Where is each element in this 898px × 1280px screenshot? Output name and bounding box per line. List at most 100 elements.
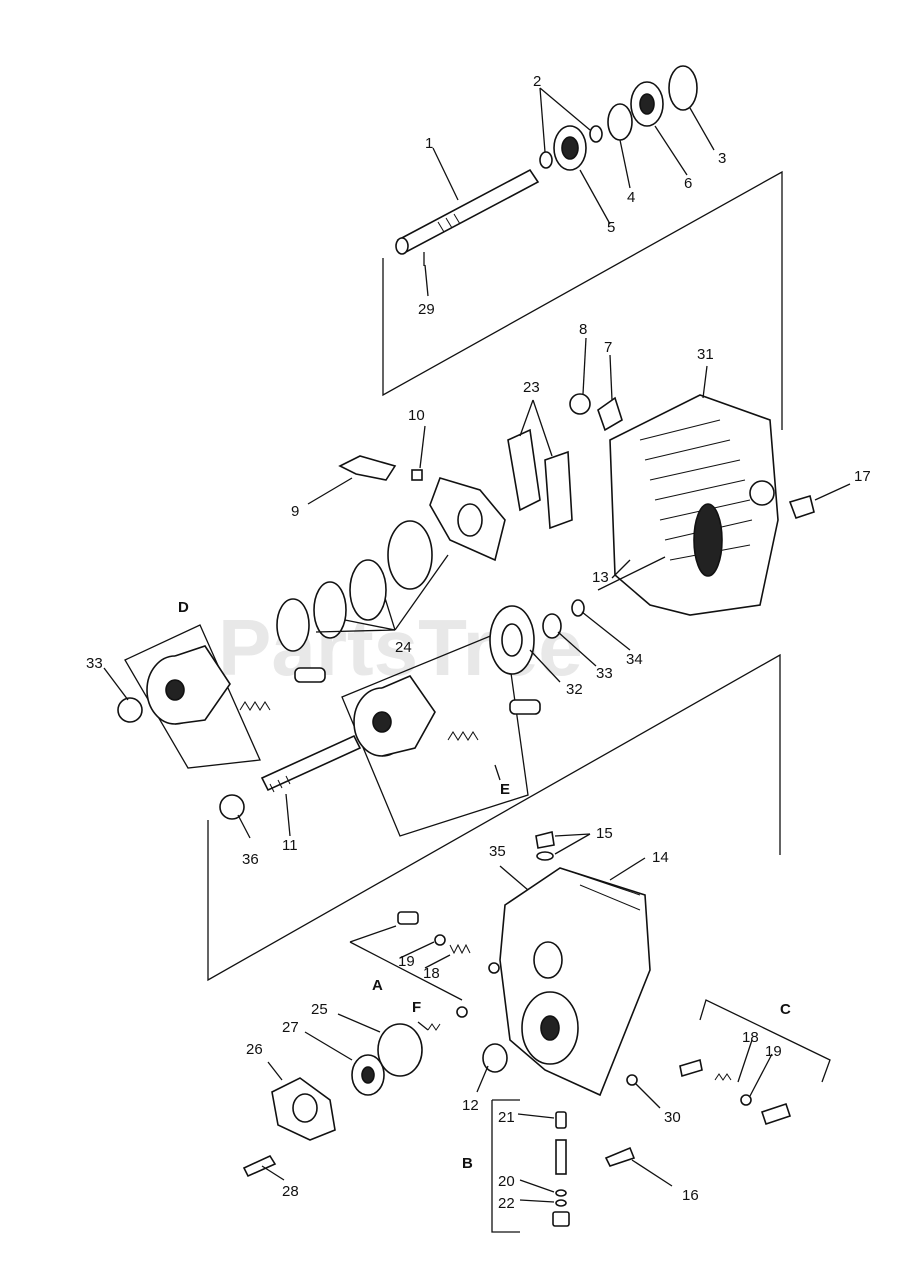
callout-35: 35 (489, 843, 506, 860)
thrust-washer-part (276, 598, 310, 652)
callout-18-a: 18 (423, 965, 440, 982)
bearing-part (117, 697, 143, 723)
callout-17: 17 (854, 468, 871, 485)
group-label-a: A (372, 977, 383, 994)
transmission-housing-part (609, 394, 779, 616)
group-label-e: E (500, 781, 510, 798)
screw-part (604, 1146, 636, 1167)
seal-ring-part (539, 151, 553, 169)
group-label-b: B (462, 1155, 473, 1172)
group-label-f: F (412, 999, 421, 1016)
charge-pump-gerotor-part (351, 1054, 385, 1096)
control-arm-part (338, 455, 397, 481)
callout-1: 1 (425, 135, 433, 152)
charge-pump-cover-part (271, 1077, 336, 1141)
thrust-washer-part (349, 559, 387, 621)
callout-4: 4 (627, 189, 635, 206)
callout-10: 10 (408, 407, 425, 424)
seal-ring-part (589, 125, 603, 143)
callout-22: 22 (498, 1195, 515, 1212)
drain-plug-part (535, 831, 555, 861)
callout-27: 27 (282, 1019, 299, 1036)
pump-cylinder-block-part (146, 645, 231, 725)
callout-28: 28 (282, 1183, 299, 1200)
piston-spring-part (239, 667, 326, 711)
callout-13: 13 (592, 569, 609, 586)
callout-26: 26 (246, 1041, 263, 1058)
callout-31: 31 (697, 346, 714, 363)
callout-20: 20 (498, 1173, 515, 1190)
callout-32: 32 (566, 681, 583, 698)
callout-33-e: 33 (596, 665, 613, 682)
pump-shaft-part (260, 734, 362, 793)
motor-plate-part (489, 605, 535, 675)
assembly-bracket-line (382, 170, 783, 430)
piston-spring-part (447, 699, 541, 741)
group-b-bracket (491, 1099, 520, 1233)
callout-2: 2 (533, 73, 541, 90)
o-ring-part (377, 1023, 423, 1077)
washer-part (607, 103, 633, 141)
thrust-bearing-race-part (387, 520, 433, 590)
callout-12: 12 (462, 1097, 479, 1114)
thrust-liner-part (507, 428, 541, 512)
swashplate-part (429, 477, 506, 562)
bypass-valve-part (427, 1006, 468, 1031)
key-part (411, 469, 423, 481)
plug-part (626, 1074, 638, 1086)
callout-34: 34 (626, 651, 643, 668)
callout-21: 21 (498, 1109, 515, 1126)
retaining-ring-part (668, 65, 698, 111)
shaft-seal-part (482, 1043, 508, 1073)
callout-18-c: 18 (742, 1029, 759, 1046)
callout-3: 3 (718, 150, 726, 167)
pump-cylinder-block-part (353, 675, 436, 757)
center-section-part (499, 867, 651, 1097)
thrust-bearing-part (313, 581, 347, 639)
callout-7: 7 (604, 339, 612, 356)
callout-24: 24 (395, 639, 412, 656)
leader-lines-bottom (261, 833, 773, 1203)
relief-valve-part (679, 1058, 792, 1126)
assembly-bracket-line (207, 653, 781, 982)
callout-6: 6 (684, 175, 692, 192)
bearing-part (542, 613, 562, 639)
plug-part (788, 494, 815, 520)
group-labels: A B C D E F (178, 599, 791, 1172)
screw-part (242, 1154, 277, 1178)
pressure-valve-stack-part (552, 1111, 570, 1227)
group-label-c: C (780, 1001, 791, 1018)
callout-5: 5 (607, 219, 615, 236)
washer-part (571, 599, 585, 617)
callout-11: 11 (282, 837, 298, 854)
group-e-outline (341, 629, 529, 837)
callout-8: 8 (579, 321, 587, 338)
callout-15: 15 (596, 825, 613, 842)
callout-23: 23 (523, 379, 540, 396)
callout-33-d: 33 (86, 655, 103, 672)
bearing-part (630, 81, 664, 127)
leader-lines-mid (307, 399, 553, 633)
callout-16: 16 (682, 1187, 699, 1204)
callout-labels: 1 2 3 4 5 6 7 8 9 10 11 12 13 14 15 16 1… (86, 73, 871, 1212)
callout-36: 36 (242, 851, 259, 868)
leader-lines-top (424, 87, 715, 297)
group-d-outline (124, 624, 261, 769)
bearing-part (219, 794, 245, 820)
callout-30: 30 (664, 1109, 681, 1126)
input-shaft-part (395, 168, 540, 266)
group-label-d: D (178, 599, 189, 616)
callout-9: 9 (291, 503, 299, 520)
bearing-part (553, 125, 587, 171)
check-valve-part (397, 911, 500, 974)
group-a-bracket (349, 925, 463, 1001)
leader-lines-pumps (103, 611, 631, 701)
callout-19-c: 19 (765, 1043, 782, 1060)
callout-25: 25 (311, 1001, 328, 1018)
callout-19-a: 19 (398, 953, 415, 970)
leader-lines-shaft (237, 556, 666, 839)
axle-bushing-part (569, 393, 623, 432)
callout-14: 14 (652, 849, 669, 866)
callout-29: 29 (418, 301, 435, 318)
